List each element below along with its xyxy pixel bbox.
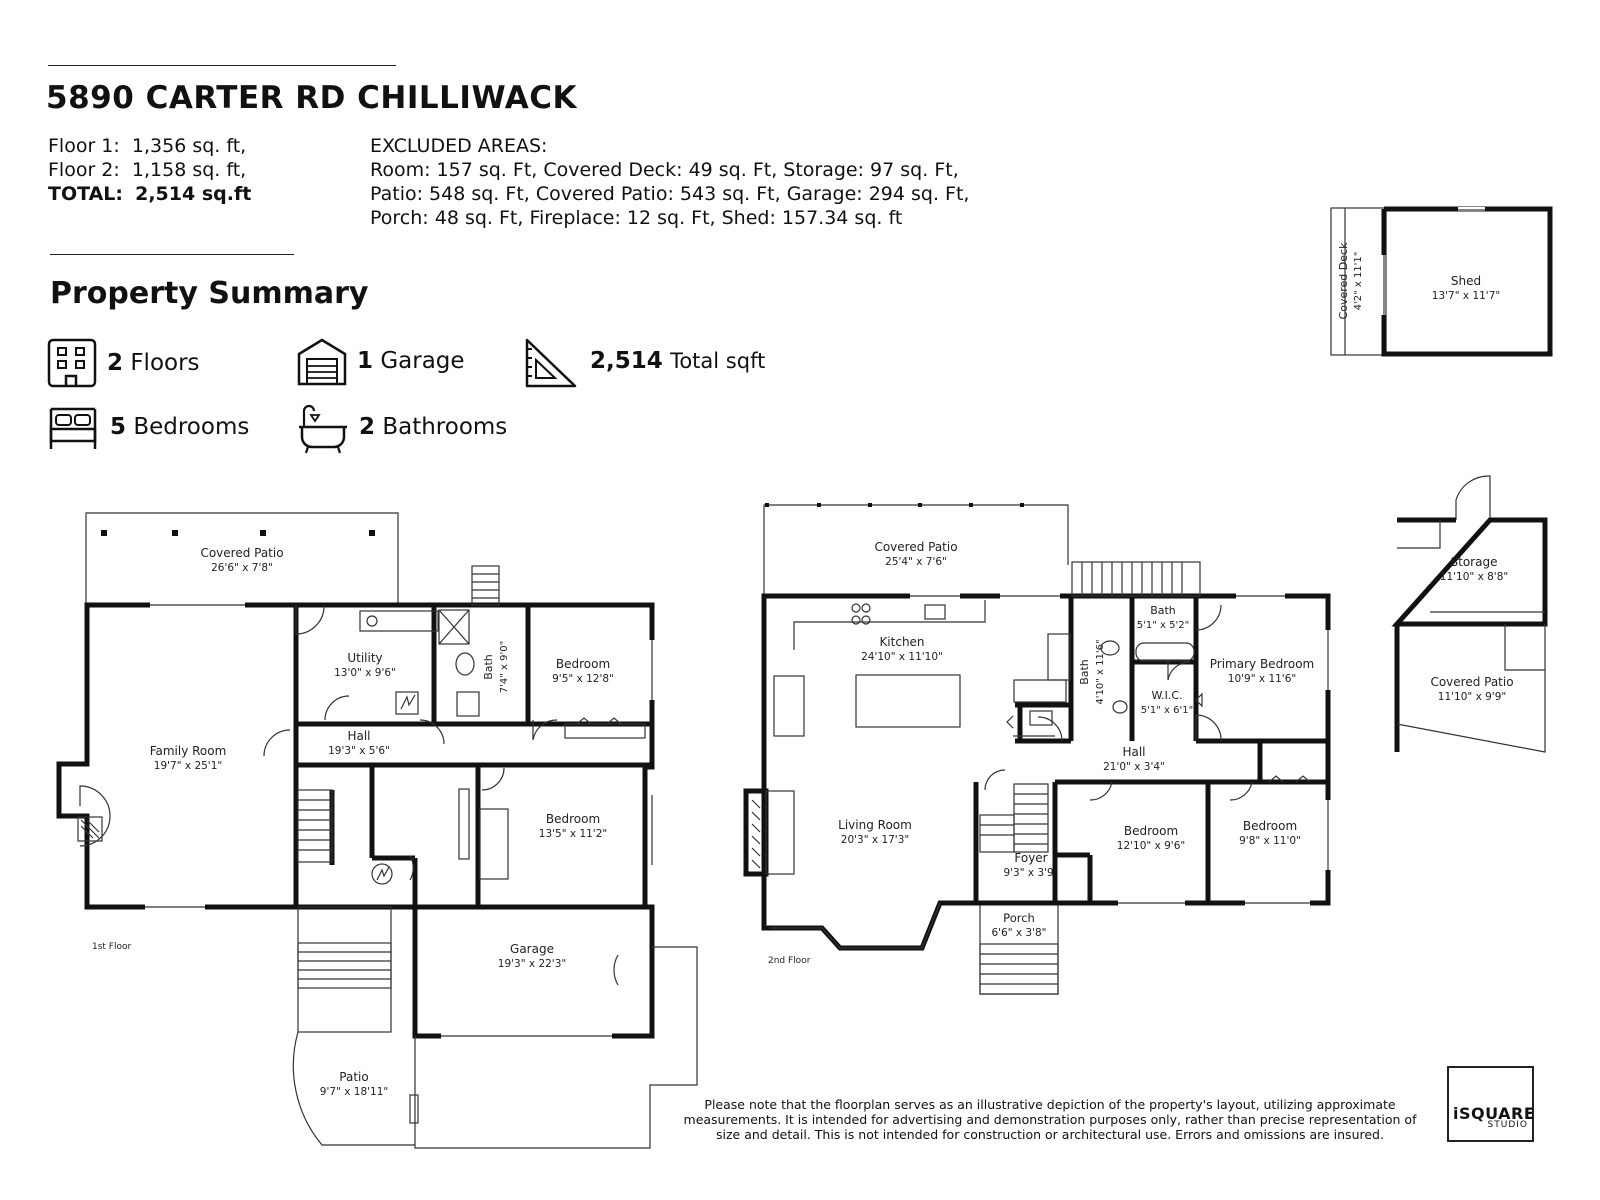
floor1-room-name: Utility xyxy=(347,651,382,665)
total-label: TOTAL: xyxy=(48,183,124,205)
garage-label: Garage xyxy=(380,348,465,374)
sqft-value: 2,514 xyxy=(590,348,663,374)
sqft-label: Total sqft xyxy=(670,349,766,373)
excluded-areas-line: Porch: 48 sq. Ft, Fireplace: 12 sq. Ft, … xyxy=(370,207,903,229)
floor1-room-name: Garage xyxy=(510,942,554,956)
floor2-room-dims: 24'10" x 11'10" xyxy=(861,651,943,663)
bathrooms-feature: 2 Bathrooms xyxy=(359,414,507,440)
floor1-value: 1,356 sq. ft, xyxy=(131,135,247,157)
covered-patio-dims: 11'10" x 9'9" xyxy=(1438,691,1506,703)
garage-feature: 1 Garage xyxy=(357,348,465,374)
floor2-room-dims: 10'9" x 11'6" xyxy=(1228,673,1296,685)
disclaimer-text: Please note that the floorplan serves as… xyxy=(683,1097,1417,1142)
floor1-plan xyxy=(56,512,698,1149)
bathtub-icon xyxy=(299,404,347,454)
floor1-room-dims: 26'6" x 7'8" xyxy=(211,562,273,574)
bed-icon xyxy=(49,407,97,449)
floors-value: 2 xyxy=(107,350,124,376)
floor1-room-name: Bath xyxy=(482,654,495,680)
floor2-room-dims: 5'1" x 6'1" xyxy=(1141,705,1193,716)
total-value: 2,514 sq.ft xyxy=(135,183,252,205)
floor1-area: Floor 1: 1,356 sq. ft, xyxy=(48,134,246,158)
logo-line2: STUDIO xyxy=(1487,1120,1528,1130)
floor2-room-dims: 5'1" x 5'2" xyxy=(1137,620,1189,631)
floor2-room-name: Primary Bedroom xyxy=(1210,657,1314,671)
summary-rule xyxy=(50,254,294,255)
floor1-room-name: Bedroom xyxy=(556,657,610,671)
covered-deck-name: Covered Deck xyxy=(1337,242,1350,320)
floor2-room-dims: 6'6" x 3'8" xyxy=(991,927,1046,939)
floor1-room-name: Patio xyxy=(339,1070,368,1084)
floor2-room-dims: 12'10" x 9'6" xyxy=(1117,840,1185,852)
summary-title: Property Summary xyxy=(50,276,369,311)
floor2-room-dims: 9'3" x 3'9" xyxy=(1003,867,1058,879)
floor2-room-dims: 9'8" x 11'0" xyxy=(1239,835,1301,847)
floor1-label: Floor 1: xyxy=(48,135,120,157)
shed-name: Shed xyxy=(1451,274,1481,288)
isquare-studio-logo: iSQUARE STUDIO xyxy=(1447,1066,1536,1142)
floor2-room-name: Porch xyxy=(1003,911,1035,925)
floor1-room-dims: 7'4" x 9'0" xyxy=(499,641,510,693)
floor2-label: 2nd Floor xyxy=(768,956,811,966)
floor2-room-dims: 20'3" x 17'3" xyxy=(841,834,909,846)
floor2-label: Floor 2: xyxy=(48,159,120,181)
floors-label: Floors xyxy=(130,350,200,376)
floor2-area: Floor 2: 1,158 sq. ft, xyxy=(48,158,246,182)
storage-outbuilding xyxy=(1391,475,1548,753)
floor2-room-dims: 4'10" x 11'6" xyxy=(1095,639,1106,704)
floor2-room-name: Bedroom xyxy=(1243,819,1297,833)
excluded-areas-line: Room: 157 sq. Ft, Covered Deck: 49 sq. F… xyxy=(370,159,959,181)
total-sqft-feature: 2,514 Total sqft xyxy=(590,348,765,374)
storage-name: Storage xyxy=(1451,555,1498,569)
floor1-label: 1st Floor xyxy=(92,942,131,952)
floor2-room-dims: 25'4" x 7'6" xyxy=(885,556,947,568)
excluded-areas-title: EXCLUDED AREAS: xyxy=(370,135,548,157)
floor2-room-name: Living Room xyxy=(838,818,912,832)
floor1-room-dims: 19'3" x 22'3" xyxy=(498,958,566,970)
floor2-room-name: Covered Patio xyxy=(874,540,957,554)
floor1-room-name: Bedroom xyxy=(546,812,600,826)
floor2-room-name: Bedroom xyxy=(1124,824,1178,838)
property-address: 5890 CARTER RD CHILLIWACK xyxy=(46,80,578,116)
floor2-room-name: Kitchen xyxy=(879,635,924,649)
floor1-room-dims: 9'7" x 18'11" xyxy=(320,1086,388,1098)
floor1-room-name: Family Room xyxy=(150,744,227,758)
floor2-room-name: Hall xyxy=(1122,745,1145,759)
covered-deck-dims: 4'2" x 11'1" xyxy=(1353,252,1364,311)
floor1-room-name: Hall xyxy=(347,729,370,743)
building-icon xyxy=(47,338,97,388)
bathrooms-label: Bathrooms xyxy=(382,414,508,440)
floor2-room-name: Bath xyxy=(1150,604,1176,617)
floor2-value: 1,158 sq. ft, xyxy=(131,159,247,181)
total-area: TOTAL: 2,514 sq.ft xyxy=(48,182,251,206)
bathrooms-value: 2 xyxy=(359,414,376,440)
floors-feature: 2 Floors xyxy=(107,350,200,376)
floor2-plan xyxy=(743,503,1331,995)
covered-patio-name: Covered Patio xyxy=(1430,675,1513,689)
storage-dims: 11'10" x 8'8" xyxy=(1440,571,1508,583)
shed-outbuilding xyxy=(1330,206,1553,357)
floor2-room-name: Bath xyxy=(1078,659,1091,685)
logo-line1: iSQUARE xyxy=(1453,1104,1536,1123)
floor2-room-dims: 21'0" x 3'4" xyxy=(1103,761,1165,773)
garage-value: 1 xyxy=(357,348,374,374)
floor1-room-dims: 13'0" x 9'6" xyxy=(334,667,396,679)
floor1-room-dims: 19'7" x 25'1" xyxy=(154,760,222,772)
floor1-room-dims: 19'3" x 5'6" xyxy=(328,745,390,757)
floor1-room-dims: 9'5" x 12'8" xyxy=(552,673,614,685)
floor1-room-name: Covered Patio xyxy=(200,546,283,560)
header-top-rule xyxy=(48,65,396,66)
bedrooms-value: 5 xyxy=(110,414,127,440)
garage-icon xyxy=(297,338,347,386)
floor2-room-name: W.I.C. xyxy=(1151,689,1182,702)
shed-dims: 13'7" x 11'7" xyxy=(1432,290,1500,302)
bedrooms-feature: 5 Bedrooms xyxy=(110,414,249,440)
excluded-areas-line: Patio: 548 sq. Ft, Covered Patio: 543 sq… xyxy=(370,183,970,205)
bedrooms-label: Bedrooms xyxy=(133,414,250,440)
set-square-icon xyxy=(525,338,577,388)
floor2-room-name: Foyer xyxy=(1014,851,1047,865)
floor1-room-dims: 13'5" x 11'2" xyxy=(539,828,607,840)
